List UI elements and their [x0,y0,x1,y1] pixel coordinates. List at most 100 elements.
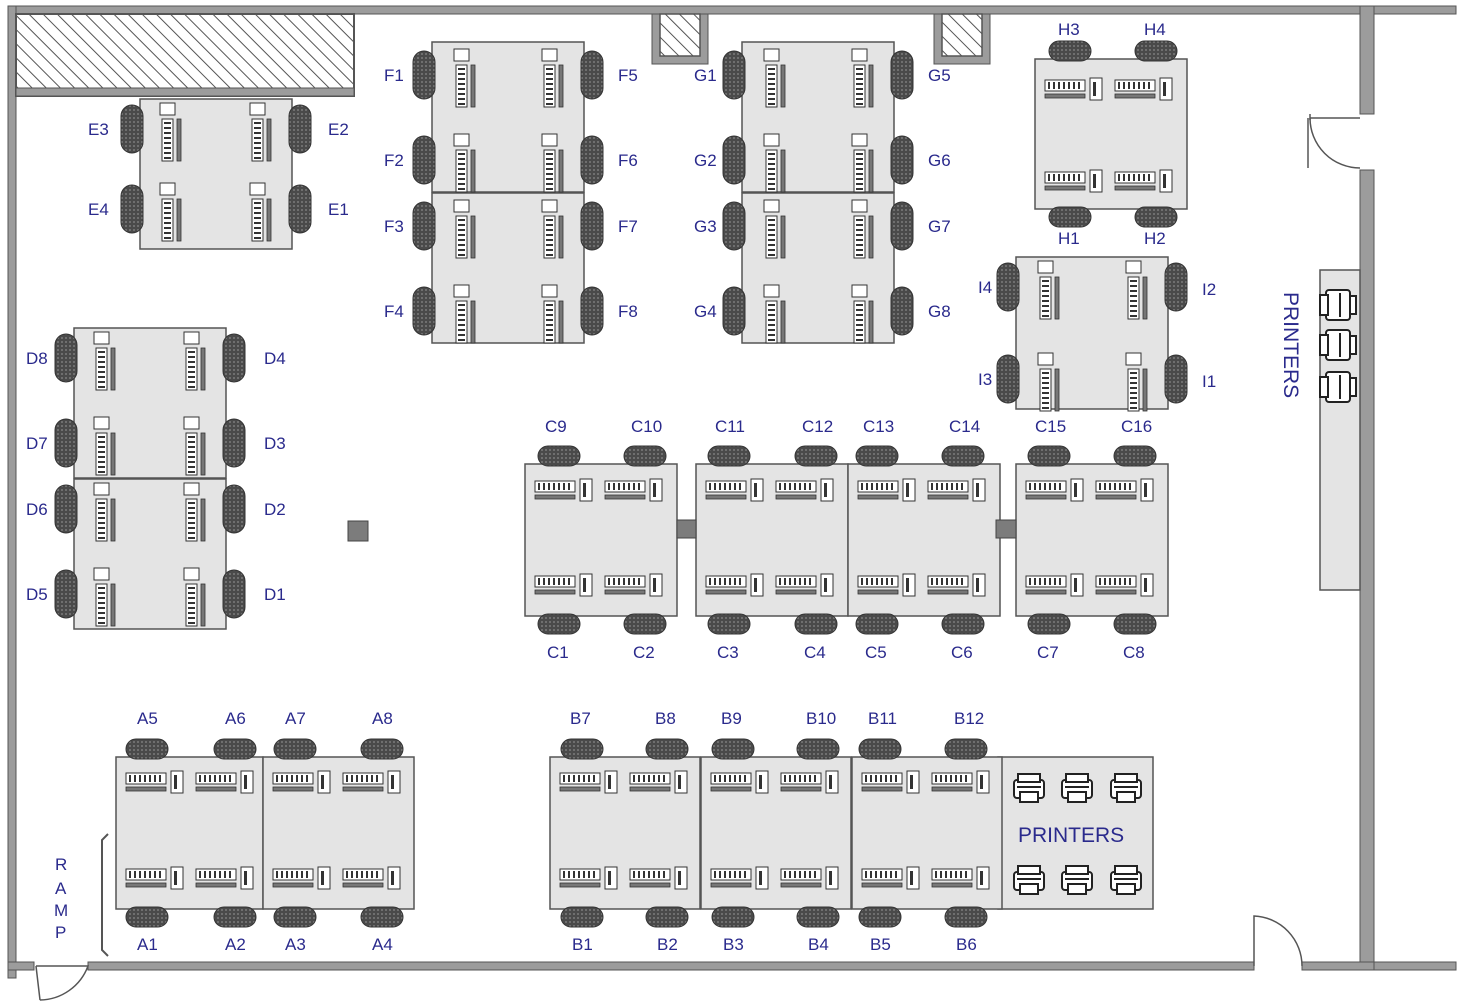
office-chair-icon [412,50,436,100]
office-chair-icon [890,50,914,100]
computer-workstation-icon [629,866,688,890]
seat-label-h2: H2 [1144,229,1166,248]
office-chair-icon [54,333,78,383]
office-chair-icon [1048,40,1092,62]
seat-label-f6: F6 [618,151,638,170]
office-chair-icon [222,333,246,383]
computer-workstation-icon [93,482,116,542]
seat-label-c12: C12 [802,417,833,436]
seat-label-f8: F8 [618,302,638,321]
office-chair-icon [273,738,317,760]
computer-workstation-icon [249,102,272,162]
computer-workstation-icon [851,284,874,344]
computer-workstation-icon [604,573,663,597]
computer-workstation-icon [534,573,593,597]
office-chair-icon [796,738,840,760]
office-chair-icon [941,613,985,635]
computer-workstation-icon [851,48,874,108]
office-chair-icon [288,104,312,154]
seat-label-g7: G7 [928,217,951,236]
computer-workstation-icon [453,284,476,344]
office-chair-icon [360,906,404,928]
seat-label-e4: E4 [88,200,109,219]
computer-workstation-icon [763,48,786,108]
seat-label-d3: D3 [264,434,286,453]
desk-connector [995,519,1017,539]
computer-workstation-icon [183,567,206,627]
seat-label-c16: C16 [1121,417,1152,436]
computer-workstation-icon [541,48,564,108]
office-chair-icon [944,906,988,928]
office-chair-icon [560,906,604,928]
computer-workstation-icon [775,478,834,502]
computer-workstation-icon [93,331,116,391]
seat-label-c7: C7 [1037,643,1059,662]
seat-label-a7: A7 [285,709,306,728]
seat-label-c13: C13 [863,417,894,436]
computer-workstation-icon [1044,169,1103,193]
office-chair-icon [560,738,604,760]
office-chair-icon [120,104,144,154]
computer-workstation-icon [927,478,986,502]
printer-counter-right [1319,269,1361,591]
office-chair-icon [722,135,746,185]
seat-label-a1: A1 [137,935,158,954]
office-chair-icon [125,906,169,928]
printer-icon [1110,773,1142,803]
seat-label-f1: F1 [384,66,404,85]
seat-label-c4: C4 [804,643,826,662]
computer-workstation-icon [159,182,182,242]
printer-icon [1013,773,1045,803]
office-chair-icon [580,201,604,251]
seat-label-c15: C15 [1035,417,1066,436]
seat-label-e3: E3 [88,120,109,139]
seat-label-g8: G8 [928,302,951,321]
computer-workstation-icon [710,770,769,794]
seat-label-d6: D6 [26,500,48,519]
computer-workstation-icon [342,770,401,794]
printer-icon [1061,865,1093,895]
seat-label-f2: F2 [384,151,404,170]
computer-workstation-icon [534,478,593,502]
office-chair-icon [412,286,436,336]
seat-label-a3: A3 [285,935,306,954]
seat-label-f5: F5 [618,66,638,85]
seat-label-b3: B3 [723,935,744,954]
desk-connector [676,519,697,539]
office-chair-icon [1113,445,1157,467]
office-chair-icon [288,184,312,234]
seat-label-b6: B6 [956,935,977,954]
office-chair-icon [580,135,604,185]
computer-workstation-icon [453,199,476,259]
office-chair-icon [890,135,914,185]
seat-label-g2: G2 [694,151,717,170]
office-chair-icon [855,445,899,467]
seat-label-d1: D1 [264,585,286,604]
printer-icon [1319,289,1357,321]
office-chair-icon [711,906,755,928]
seat-label-h1: H1 [1058,229,1080,248]
seat-label-c10: C10 [631,417,662,436]
computer-workstation-icon [183,331,206,391]
office-chair-icon [944,738,988,760]
office-chair-icon [996,262,1020,312]
computer-workstation-icon [780,770,839,794]
computer-workstation-icon [159,102,182,162]
office-chair-icon [707,445,751,467]
seat-label-g6: G6 [928,151,951,170]
office-chair-icon [722,286,746,336]
ramp-bracket [101,833,109,957]
computer-workstation-icon [604,478,663,502]
computer-workstation-icon [861,866,920,890]
office-chair-icon [537,613,581,635]
computer-workstation-icon [1025,573,1084,597]
seat-label-d7: D7 [26,434,48,453]
computer-workstation-icon [453,133,476,193]
seat-label-b11: B11 [868,709,897,728]
office-chair-icon [1164,354,1188,404]
computer-workstation-icon [183,416,206,476]
pillar [347,520,369,542]
seat-label-e1: E1 [328,200,349,219]
